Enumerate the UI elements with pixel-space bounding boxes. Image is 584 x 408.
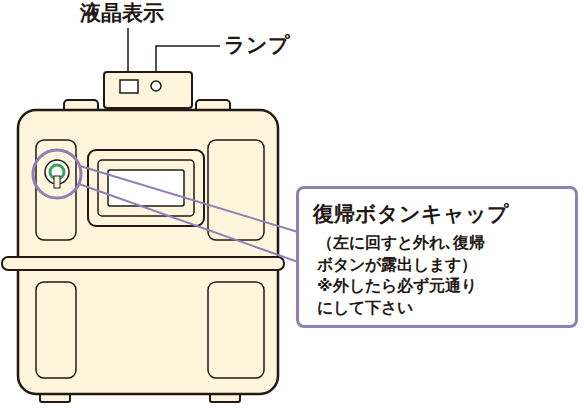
display-housing bbox=[104, 72, 192, 108]
part-label: ランプ bbox=[224, 34, 290, 57]
callout-heading: 復帰ボタンキャップ bbox=[313, 201, 565, 228]
part-label: 液晶表示 bbox=[80, 2, 164, 25]
meter-band bbox=[2, 257, 284, 270]
callout-leader bbox=[80, 166, 298, 232]
meter-body bbox=[18, 110, 278, 394]
cap-tab bbox=[54, 176, 60, 188]
lamp bbox=[151, 81, 161, 91]
callout-note: （左に回すと外れ､復帰 ボタンが露出します） bbox=[317, 232, 498, 275]
body-panel bbox=[208, 140, 264, 240]
counter-glass bbox=[108, 170, 184, 206]
body-panel bbox=[36, 282, 76, 378]
highlight-circle bbox=[33, 150, 81, 198]
body-panel bbox=[208, 282, 264, 378]
counter-window-frame bbox=[88, 150, 204, 226]
callout-leader bbox=[79, 184, 298, 262]
callout-note: ※外したら必ず元通り にして下さい bbox=[317, 275, 483, 318]
callout-box: 復帰ボタンキャップ （左に回すと外れ､復帰 ボタンが露出します）※外したら必ず元通… bbox=[296, 186, 578, 328]
lcd-display bbox=[120, 80, 138, 93]
